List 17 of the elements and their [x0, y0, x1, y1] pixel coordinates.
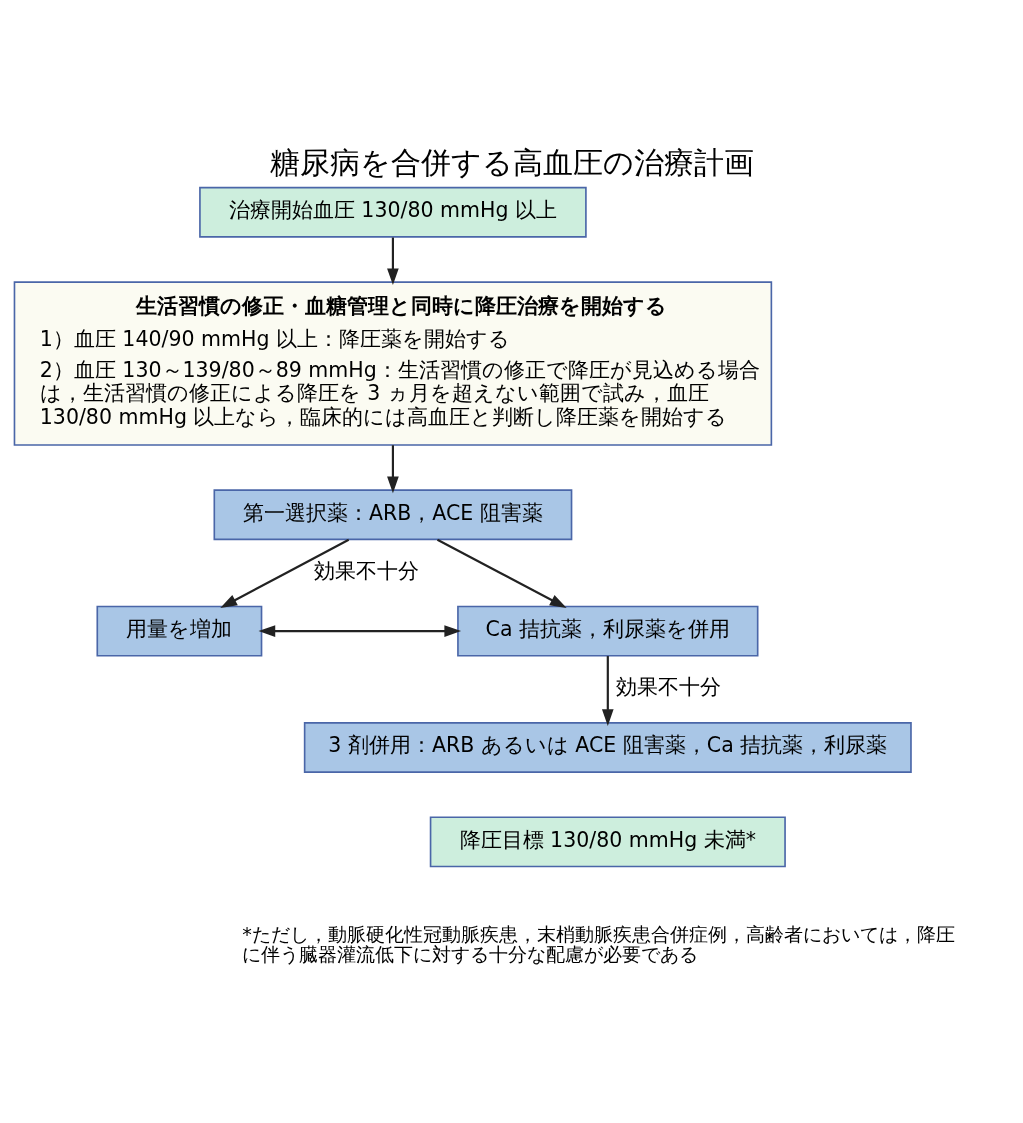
arrow	[219, 538, 349, 608]
arrow	[258, 624, 461, 637]
node-box: 3 剤併用：ARB あるいは ACE 阻害薬，Ca 拮抗薬，利尿薬	[303, 721, 912, 773]
arrow	[601, 655, 614, 726]
arrow	[436, 538, 567, 608]
node-box: 用量を増加	[95, 605, 262, 657]
node-box: 第一選択薬：ARB，ACE 阻害薬	[213, 488, 572, 540]
node-box: Ca 拮抗薬，利尿薬を併用	[456, 605, 758, 657]
arrow	[386, 237, 399, 285]
node-box: 降圧目標 130/80 mmHg 未満*	[429, 815, 786, 867]
label: *ただし，動脈硬化性冠動脈疾患，末梢動脈疾患合併症例，高齢者においては，降圧に伴う臓器灌流低下に対する十分な配慮が必要である	[241, 922, 955, 966]
edge-label: 効果不十分	[615, 674, 721, 699]
node-box: 生活習慣の修正・血糖管理と同時に降圧治療を開始する 1）血圧 140/90 mmHg 以上：降圧薬を開始する 2）血圧 130～139/80～89 mmHg：生活習慣の修正で降圧が見込める場合は，生活習慣の修正による降圧を 3 ヵ月を超えない範囲で試み，血圧 130/80 mmHg 以上なら，臨床的には高血圧と判断し降圧薬を開始する	[13, 280, 772, 446]
edge-label: 効果不十分	[313, 558, 419, 583]
node-box: 治療開始血圧 130/80 mmHg 以上	[198, 186, 587, 238]
diagram-title: 糖尿病を合併する高血圧の治療計画	[269, 144, 754, 180]
arrow	[386, 444, 399, 493]
